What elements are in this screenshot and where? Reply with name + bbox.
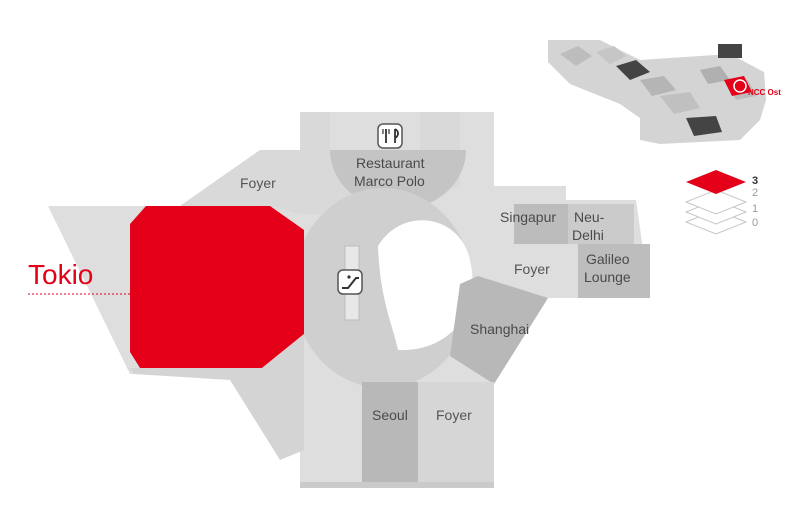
galileo-label-line2: Lounge — [584, 269, 631, 285]
fork-knife-icon — [377, 123, 403, 149]
neu-delhi-label-line1: Neu- — [574, 209, 605, 225]
restaurant-label-line2: Marco Polo — [354, 173, 425, 189]
overview-label: NCC Ost — [748, 88, 781, 97]
foyer-right-label: Foyer — [514, 261, 550, 277]
building-base-shadow — [300, 482, 494, 488]
room-tokio-highlight[interactable] — [130, 206, 304, 368]
level-2-label[interactable]: 2 — [752, 187, 758, 199]
seoul-label: Seoul — [372, 407, 408, 423]
room-neu-delhi[interactable] — [568, 204, 634, 244]
room-singapur[interactable] — [514, 204, 568, 244]
level-0-label[interactable]: 0 — [752, 217, 758, 229]
foyer-bottom-label: Foyer — [436, 407, 472, 423]
room-seoul[interactable] — [362, 382, 418, 482]
foyer-top-label: Foyer — [240, 175, 276, 191]
shanghai-label: Shanghai — [470, 321, 529, 337]
overview-map[interactable]: NCC Ost — [548, 40, 781, 144]
level-3-plate-active[interactable] — [686, 170, 746, 194]
level-2-plate[interactable] — [684, 189, 748, 215]
tokio-label: Tokio — [28, 259, 93, 290]
level-1-label[interactable]: 1 — [752, 203, 758, 215]
singapur-label: Singapur — [500, 209, 556, 225]
restaurant-label-line1: Restaurant — [356, 155, 425, 171]
room-galileo-lounge[interactable] — [578, 244, 650, 298]
room-shanghai[interactable] — [450, 276, 548, 384]
galileo-label-line1: Galileo — [586, 251, 630, 267]
level-indicator[interactable]: 3 2 1 0 — [684, 170, 758, 235]
escalator-icon — [337, 269, 363, 295]
neu-delhi-label-line2: Delhi — [572, 227, 604, 243]
atrium-void — [378, 220, 473, 351]
level-3-label[interactable]: 3 — [752, 175, 758, 187]
room-foyer-bottom[interactable] — [418, 382, 494, 482]
room-foyer-left-lower — [130, 334, 304, 460]
